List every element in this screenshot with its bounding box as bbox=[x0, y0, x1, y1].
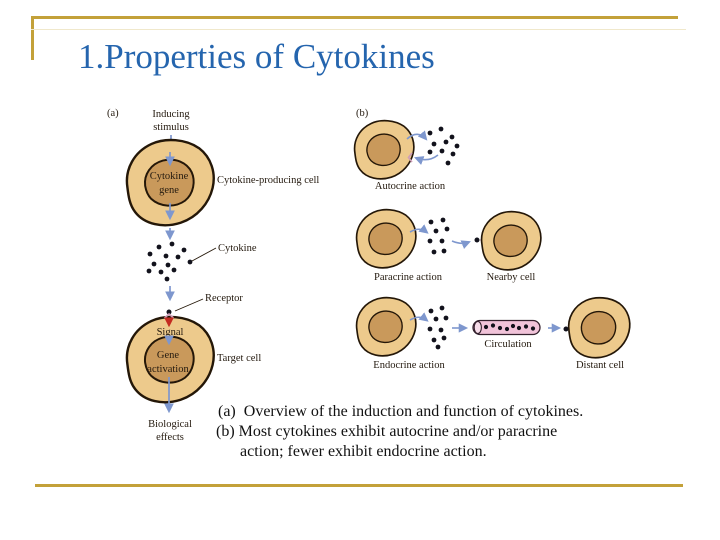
caption-line-2: (b) Most cytokines exhibit autocrine and… bbox=[216, 423, 558, 440]
receptor-label: Receptor bbox=[205, 293, 243, 304]
left-corner-line bbox=[31, 16, 34, 60]
endocrine-out-arrow bbox=[409, 312, 429, 322]
producing-cell-label: Cytokine-producing cell bbox=[217, 175, 319, 186]
biological-effects-label: Biological bbox=[148, 419, 192, 430]
cytokine-label: Cytokine bbox=[218, 243, 257, 254]
signal-label: Signal bbox=[157, 327, 184, 338]
paracrine-to-cell-arrow bbox=[451, 240, 471, 250]
panel-b-label: (b) bbox=[356, 108, 369, 119]
circulation-label: Circulation bbox=[484, 339, 532, 350]
paracrine-out-arrow bbox=[409, 224, 429, 234]
receptor-icon bbox=[407, 152, 413, 163]
biological-effects-label: effects bbox=[156, 432, 184, 443]
autocrine-action-label: Autocrine action bbox=[375, 181, 446, 192]
gene-activation-label: Gene bbox=[157, 350, 179, 361]
cytokine-gene-label: Cytokine bbox=[150, 171, 189, 182]
vessel-dots bbox=[483, 323, 536, 332]
distant-cell-label: Distant cell bbox=[576, 360, 624, 371]
autocrine-return-arrow bbox=[414, 154, 439, 165]
endocrine-bound-dot bbox=[563, 326, 569, 332]
distant-cell bbox=[567, 296, 631, 359]
panel-b: (b) Autocrine action bbox=[353, 108, 631, 371]
cytokine-dots-cluster bbox=[146, 241, 193, 282]
paracrine-action-label: Paracrine action bbox=[374, 272, 443, 283]
top-border-faint-line bbox=[31, 29, 686, 30]
caption-line-1: (a) Overview of the induction and functi… bbox=[218, 403, 584, 420]
endocrine-dots-cluster bbox=[427, 305, 449, 350]
panel-a-label: (a) bbox=[107, 108, 119, 119]
endocrine-action-label: Endocrine action bbox=[373, 360, 445, 371]
autocrine-cell bbox=[353, 119, 415, 180]
autocrine-dots-cluster bbox=[427, 126, 460, 166]
cytokine-pointer-line bbox=[191, 247, 217, 262]
receptor-bound-cytokine-dot bbox=[166, 309, 172, 315]
paracrine-cell bbox=[355, 208, 417, 269]
top-border-line bbox=[31, 16, 678, 19]
endocrine-cell bbox=[355, 296, 417, 357]
receptor-icon bbox=[163, 312, 175, 319]
page-title: 1.Properties of Cytokines bbox=[78, 37, 435, 76]
inducing-stimulus-label: Inducing bbox=[152, 109, 190, 120]
blood-vessel bbox=[472, 319, 541, 336]
inducing-stimulus-label: stimulus bbox=[153, 122, 189, 133]
caption-line-3: action; fewer exhibit endocrine action. bbox=[240, 443, 487, 460]
cytokine-gene-label: gene bbox=[159, 185, 179, 196]
panel-a: (a) Inducing stimulus Cytokine gene Cyto… bbox=[107, 108, 319, 443]
gene-activation-label: activation bbox=[147, 364, 189, 375]
bottom-border-line bbox=[35, 484, 683, 487]
nearby-cell bbox=[480, 210, 542, 271]
paracrine-dots-cluster bbox=[427, 217, 450, 255]
autocrine-out-arrow bbox=[406, 130, 428, 141]
receptor-pointer-line bbox=[174, 298, 204, 312]
nearby-cell-label: Nearby cell bbox=[487, 272, 536, 283]
paracrine-bound-dot bbox=[474, 237, 480, 243]
target-cell-label: Target cell bbox=[217, 353, 261, 364]
